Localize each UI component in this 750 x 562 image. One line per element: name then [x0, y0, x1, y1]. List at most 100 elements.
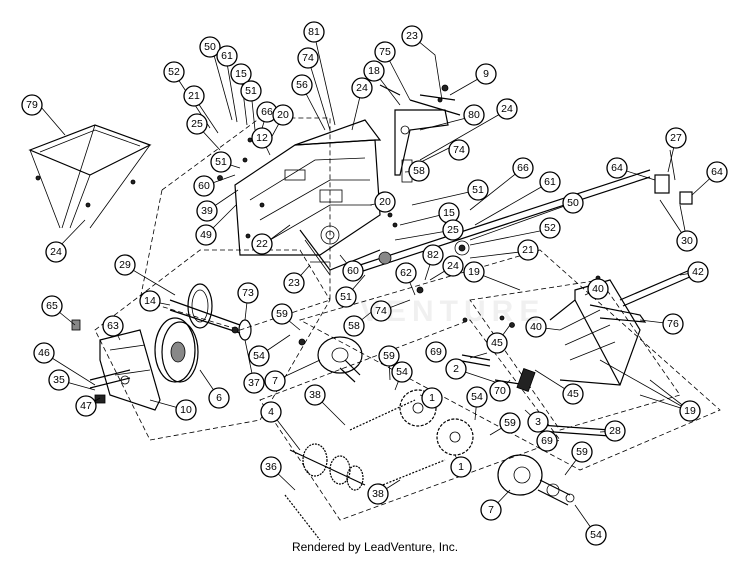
svg-text:27: 27	[670, 132, 682, 144]
callout-36: 36	[260, 456, 282, 478]
callout-62: 62	[395, 262, 417, 284]
callout-20b: 20	[374, 191, 396, 213]
callout-54c: 54	[466, 386, 488, 408]
svg-text:63: 63	[107, 320, 119, 332]
callout-12: 12	[251, 127, 273, 149]
callout-6: 6	[208, 387, 230, 409]
callout-79: 79	[21, 94, 43, 116]
callout-38b: 38	[367, 483, 389, 505]
callout-3: 3	[527, 411, 549, 433]
callout-54b: 54	[391, 361, 413, 383]
svg-text:25: 25	[191, 118, 203, 130]
svg-text:12: 12	[256, 132, 268, 144]
svg-text:61: 61	[221, 50, 233, 62]
callout-15: 15	[230, 63, 252, 85]
svg-text:75: 75	[379, 46, 391, 58]
callout-54d: 54	[585, 524, 607, 546]
svg-text:54: 54	[396, 366, 408, 378]
svg-text:24: 24	[356, 82, 368, 94]
svg-text:39: 39	[201, 205, 213, 217]
svg-text:49: 49	[200, 229, 212, 241]
callout-29: 29	[114, 254, 136, 276]
callout-9: 9	[475, 63, 497, 85]
svg-text:19: 19	[468, 266, 480, 278]
svg-text:60: 60	[198, 180, 210, 192]
callout-47: 47	[75, 395, 97, 417]
svg-text:45: 45	[491, 337, 503, 349]
engine-plate-part	[71, 319, 161, 411]
callout-2: 2	[445, 358, 467, 380]
svg-text:25: 25	[447, 224, 459, 236]
svg-text:6: 6	[216, 392, 222, 404]
svg-text:1: 1	[429, 392, 435, 404]
svg-text:24: 24	[50, 246, 62, 258]
svg-text:54: 54	[471, 391, 483, 403]
svg-text:66: 66	[517, 162, 529, 174]
callout-73: 73	[237, 282, 259, 304]
callout-30: 30	[676, 230, 698, 252]
callout-74c: 74	[370, 300, 392, 322]
callout-27: 27	[665, 127, 687, 149]
svg-text:82: 82	[427, 249, 439, 261]
svg-text:7: 7	[488, 504, 494, 516]
fasteners-part	[217, 137, 601, 334]
callout-4: 4	[260, 401, 282, 423]
callout-24c: 24	[496, 98, 518, 120]
svg-text:40: 40	[530, 321, 542, 333]
svg-text:23: 23	[406, 30, 418, 42]
callout-21b: 21	[517, 239, 539, 261]
callout-19b: 19	[679, 400, 701, 422]
callout-50: 50	[199, 36, 221, 58]
callout-52b: 52	[539, 217, 561, 239]
callout-24b: 24	[351, 77, 373, 99]
callout-39: 39	[196, 200, 218, 222]
svg-text:52: 52	[168, 66, 180, 78]
svg-text:4: 4	[268, 406, 274, 418]
svg-text:37: 37	[248, 377, 260, 389]
svg-text:38: 38	[372, 488, 384, 500]
callout-28: 28	[604, 420, 626, 442]
gear-shaft-part	[289, 443, 366, 491]
svg-text:51: 51	[340, 291, 352, 303]
svg-text:64: 64	[611, 162, 623, 174]
render-credit: Rendered by LeadVenture, Inc.	[291, 540, 459, 554]
callout-59: 59	[271, 303, 293, 325]
callout-46: 46	[33, 342, 55, 364]
callout-63: 63	[102, 315, 124, 337]
callout-14: 14	[139, 290, 161, 312]
callout-59c: 59	[499, 412, 521, 434]
right-hub-part	[497, 454, 575, 506]
svg-text:74: 74	[453, 144, 465, 156]
callout-74b: 74	[448, 139, 470, 161]
svg-text:42: 42	[692, 266, 704, 278]
callout-51d: 51	[335, 286, 357, 308]
main-housing-part	[234, 119, 382, 276]
svg-text:54: 54	[590, 529, 602, 541]
svg-text:15: 15	[235, 68, 247, 80]
callout-42: 42	[687, 261, 709, 283]
svg-text:20: 20	[277, 109, 289, 121]
svg-text:36: 36	[265, 461, 277, 473]
callout-58: 58	[408, 160, 430, 182]
svg-text:21: 21	[188, 90, 200, 102]
sprocket-lower-part	[436, 418, 474, 456]
callout-70: 70	[489, 380, 511, 402]
callout-80: 80	[463, 104, 485, 126]
callout-49: 49	[195, 224, 217, 246]
cover-plate-part	[28, 124, 152, 229]
callout-66b: 66	[512, 157, 534, 179]
callout-20: 20	[272, 104, 294, 126]
hub-flange-part	[298, 336, 363, 383]
svg-text:59: 59	[504, 417, 516, 429]
svg-text:38: 38	[309, 389, 321, 401]
callout-60b: 60	[342, 260, 364, 282]
callout-50b: 50	[562, 192, 584, 214]
callout-64b: 64	[706, 161, 728, 183]
svg-text:65: 65	[46, 300, 58, 312]
svg-text:51: 51	[472, 184, 484, 196]
svg-text:46: 46	[38, 347, 50, 359]
svg-text:51: 51	[215, 156, 227, 168]
callout-54: 54	[248, 345, 270, 367]
callout-45: 45	[486, 332, 508, 354]
